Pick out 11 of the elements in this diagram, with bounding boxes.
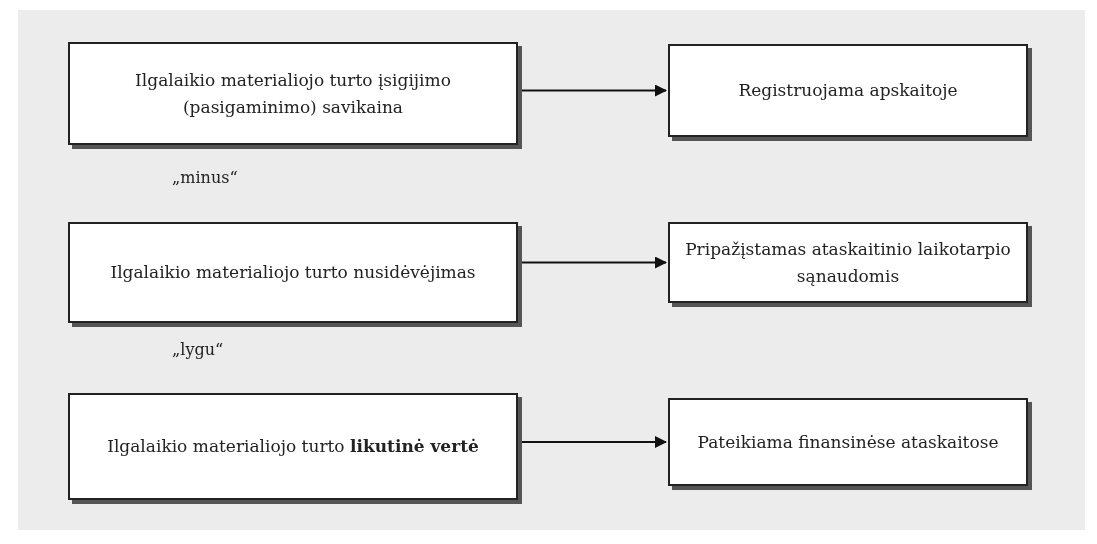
box-text: Pateikiama finansinėse ataskaitose <box>697 430 999 454</box>
box-text: Registruojama apskaitoje <box>738 79 958 103</box>
arrow <box>519 436 667 448</box>
operator-label: „minus“ <box>172 168 238 187</box>
arrow <box>519 84 667 97</box>
arrow <box>519 256 667 269</box>
box-text: Ilgalaikio materialiojo turto likutinė vertė <box>107 435 479 459</box>
operator-label: „lygu“ <box>172 340 224 359</box>
box-text: Ilgalaikio materialiojo turto įsigijimo (pasigaminimo) savikaina <box>134 69 452 119</box>
box-text: Pripažįstamas ataskaitinio laikotarpio sąnaudomis <box>684 238 1012 288</box>
box-text: Ilgalaikio materialiojo turto nusidėvėjimas <box>110 261 476 285</box>
